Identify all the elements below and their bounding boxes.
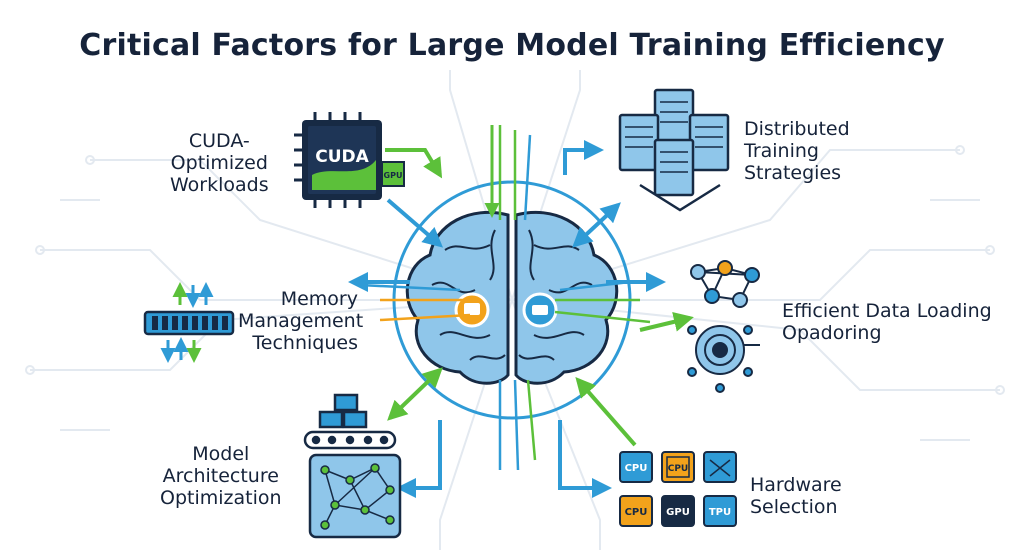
label-cuda: CUDA- Optimized Workloads	[170, 130, 269, 196]
cuda-chip-sublabel: GPU	[384, 171, 403, 180]
arrow-distributed-top	[563, 140, 604, 175]
label-data-loading: Efficient Data Loading Opadoring	[782, 300, 992, 344]
arrow-hardware-blue	[558, 420, 612, 498]
label-architecture: Model Architecture Optimization	[160, 443, 282, 509]
chip-label-2: CPU	[668, 464, 689, 474]
arrow-architecture	[387, 367, 443, 421]
label-memory: Memory Management Techniques	[238, 288, 364, 354]
cuda-chip-label: CUDA	[315, 147, 369, 167]
chip-label-1: CPU	[625, 463, 648, 474]
connector-arrows	[348, 125, 694, 498]
label-hardware: Hardware Selection	[750, 474, 842, 518]
arrow-distributed	[572, 202, 621, 248]
neural-network-container-icon	[303, 393, 402, 539]
arrow-architecture-blue	[396, 420, 442, 498]
cuda-gpu-chip-icon: CUDA GPU	[294, 112, 405, 208]
arrow-cuda-in	[386, 198, 444, 248]
arrow-hardware	[575, 376, 637, 447]
server-cluster-icon	[618, 88, 730, 212]
processor-chips-icon: CPU CPU CPU GPU TPU	[619, 451, 737, 527]
chip-label-5: TPU	[709, 507, 731, 518]
data-network-icon	[687, 260, 760, 393]
arrow-data-green	[639, 312, 694, 332]
chip-label-4: GPU	[666, 507, 690, 518]
diagram-title: Critical Factors for Large Model Trainin…	[79, 28, 945, 63]
brain-circuit-lines	[359, 125, 651, 471]
ram-module-icon	[143, 282, 235, 363]
brain-icon	[405, 210, 619, 385]
label-distributed: Distributed Training Strategies	[744, 118, 850, 184]
arrow-cuda-green	[385, 148, 443, 179]
chip-label-3: CPU	[625, 507, 648, 518]
